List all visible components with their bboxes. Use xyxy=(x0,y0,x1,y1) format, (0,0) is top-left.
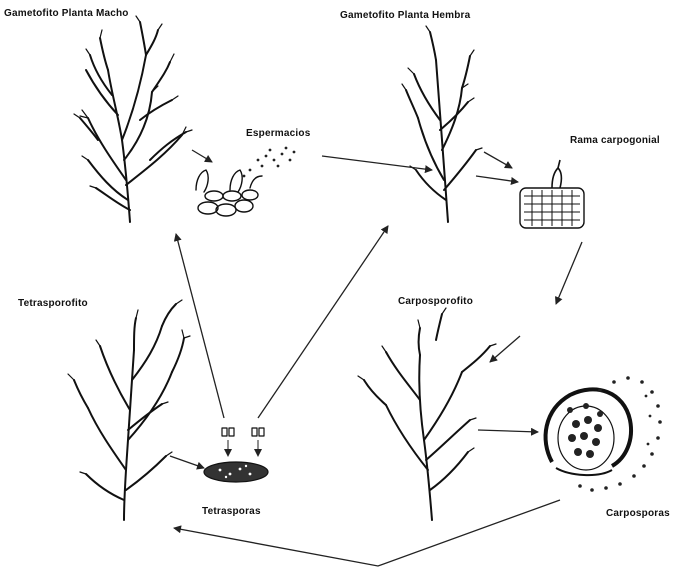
carpogonial-tissue xyxy=(520,160,584,228)
male-plant-twigs xyxy=(74,16,192,188)
female-gametophyte-plant xyxy=(406,32,476,222)
arrow-carposporophyte-to-cystocarp xyxy=(478,430,538,432)
carposporophyte-label: Carposporofito xyxy=(398,296,473,307)
arrow-into-carposporophyte xyxy=(490,336,520,362)
spermatia-cluster xyxy=(196,147,295,216)
arrow-carpogonium-to-carposporophyte xyxy=(556,242,582,304)
carpogonial-branch-label: Rama carpogonial xyxy=(570,135,660,146)
arrow-tetraspores-to-female xyxy=(258,226,388,418)
spermatia-label: Espermacios xyxy=(246,128,310,139)
tetraspores-mass xyxy=(204,428,268,482)
arrow-female-to-carpogonium xyxy=(484,152,512,168)
tetrasporophyte-plant xyxy=(74,304,184,520)
tetrasporophyte-label: Tetrasporofito xyxy=(18,298,88,309)
female-gametophyte-label: Gametofito Planta Hembra xyxy=(340,10,470,21)
cystocarp xyxy=(546,376,662,492)
tetrasporophyte-twigs xyxy=(68,300,190,474)
carposporophyte-plant xyxy=(364,314,490,520)
carpospores-label: Carposporas xyxy=(606,508,670,519)
arrow-tetraspores-to-male xyxy=(176,234,224,418)
arrow-spermatia-to-female xyxy=(322,156,432,170)
arrow-tetrasporophyte-to-tetraspores xyxy=(170,456,204,468)
male-gametophyte-label: Gametofito Planta Macho xyxy=(4,8,129,19)
carposporophyte-twigs xyxy=(358,308,496,452)
tetraspores-label: Tetrasporas xyxy=(202,506,261,517)
arrow-carpogonium-to-branch xyxy=(476,176,518,182)
male-gametophyte-plant xyxy=(80,22,186,222)
arrow-male-to-spermatia xyxy=(192,150,212,162)
